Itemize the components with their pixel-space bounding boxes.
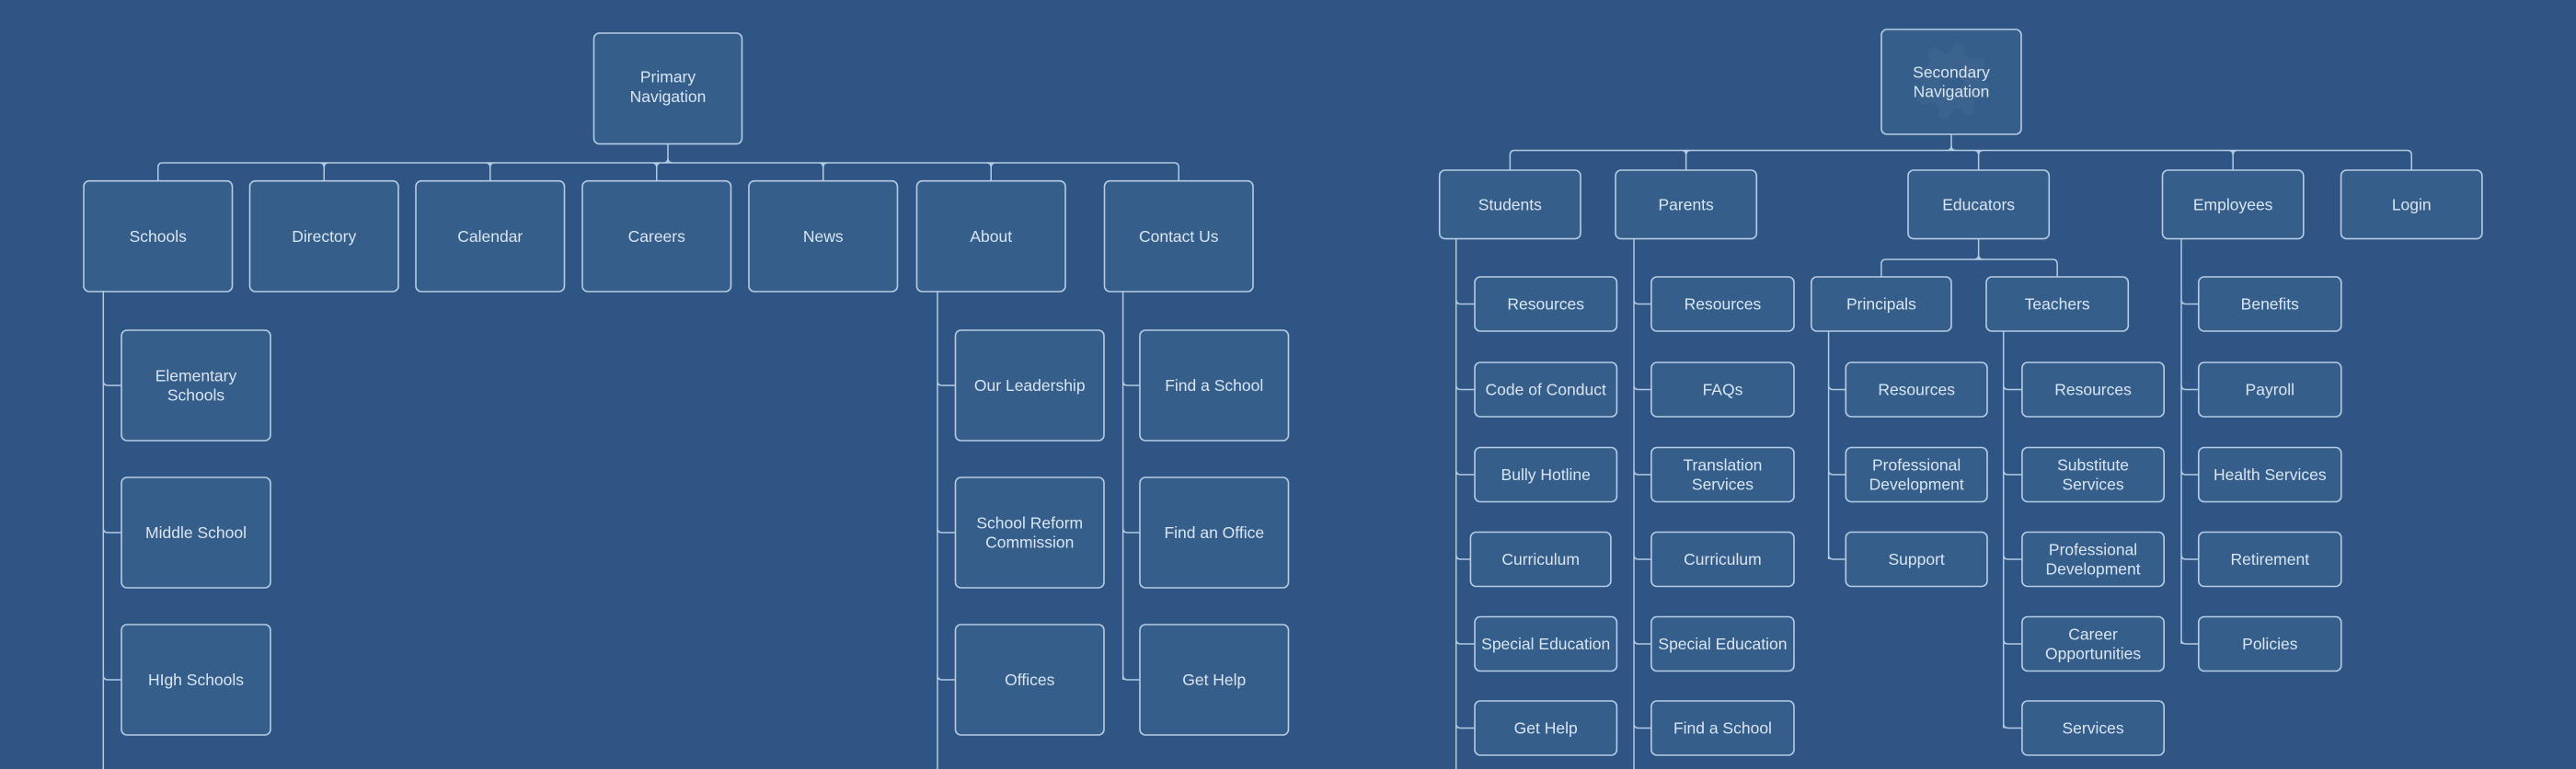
svg-text:Employees: Employees (2193, 195, 2273, 213)
svg-text:Get Help: Get Help (1514, 719, 1578, 738)
svg-text:Contact Us: Contact Us (1139, 227, 1219, 246)
svg-text:Curriculum: Curriculum (1501, 550, 1580, 568)
svg-text:Teachers: Teachers (2025, 295, 2090, 314)
svg-text:Health Services: Health Services (2214, 465, 2327, 484)
svg-text:Benefits: Benefits (2241, 295, 2299, 314)
svg-text:Resources: Resources (2054, 381, 2132, 399)
svg-text:Payroll: Payroll (2246, 381, 2295, 399)
svg-text:Careers: Careers (628, 227, 685, 246)
svg-text:About: About (970, 227, 1012, 246)
svg-text:Find a School: Find a School (1673, 719, 1772, 738)
svg-text:News: News (803, 227, 844, 246)
svg-text:Resources: Resources (1878, 381, 1955, 399)
svg-text:Offices: Offices (1005, 671, 1054, 689)
svg-text:Middle School: Middle School (145, 523, 247, 542)
svg-text:Principals: Principals (1846, 295, 1916, 314)
svg-text:Special Education: Special Education (1658, 635, 1787, 653)
svg-text:Special Education: Special Education (1481, 635, 1610, 653)
svg-text:Parents: Parents (1658, 195, 1714, 213)
svg-text:HIgh Schools: HIgh Schools (148, 671, 244, 689)
svg-text:Resources: Resources (1507, 295, 1584, 314)
svg-text:Our Leadership: Our Leadership (974, 376, 1086, 395)
svg-text:Curriculum: Curriculum (1684, 550, 1762, 568)
svg-text:Find a School: Find a School (1165, 376, 1263, 395)
svg-text:Students: Students (1478, 195, 1542, 213)
svg-text:Calendar: Calendar (457, 227, 523, 246)
svg-text:Support: Support (1889, 550, 1945, 568)
svg-text:Services: Services (2062, 719, 2123, 738)
svg-text:FAQs: FAQs (1703, 381, 1743, 399)
svg-text:Login: Login (2392, 195, 2432, 213)
svg-text:Bully Hotline: Bully Hotline (1501, 465, 1591, 484)
svg-text:Code of Conduct: Code of Conduct (1486, 381, 1606, 399)
svg-text:Retirement: Retirement (2231, 550, 2310, 568)
svg-text:Educators: Educators (1942, 195, 2015, 213)
svg-text:Directory: Directory (292, 227, 356, 246)
svg-text:Resources: Resources (1685, 295, 1762, 314)
svg-text:Policies: Policies (2242, 635, 2298, 653)
svg-text:Get Help: Get Help (1182, 671, 1246, 689)
svg-text:Find an Office: Find an Office (1164, 523, 1264, 542)
svg-text:Schools: Schools (130, 227, 188, 246)
